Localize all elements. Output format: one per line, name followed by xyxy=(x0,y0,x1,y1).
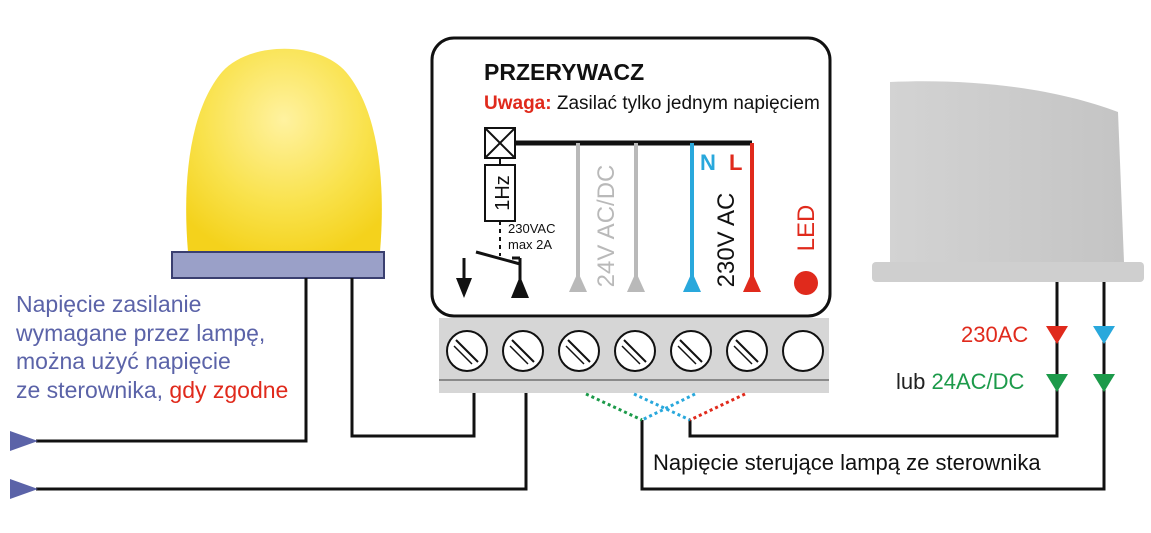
controller-alt-prefix: lub xyxy=(896,369,926,394)
neutral-label: N xyxy=(700,150,716,175)
terminal-screws xyxy=(446,330,824,372)
warning-text: Zasilać tylko jednym napięciem xyxy=(556,93,820,114)
lamp-dome xyxy=(186,48,382,252)
screw-terminal-7 xyxy=(782,330,824,372)
input-arrow-1 xyxy=(10,431,38,451)
contact-rating-current: max 2A xyxy=(508,237,552,252)
relay-coil-icon xyxy=(484,127,516,159)
module-title: PRZERYWACZ xyxy=(484,59,645,85)
controller-voltage-24-value: 24AC/DC xyxy=(931,369,1025,394)
led-indicator xyxy=(794,271,818,295)
controller-housing xyxy=(890,81,1124,262)
controller-voltage-24: lub 24AC/DC xyxy=(896,369,1024,395)
controller-voltage-arrows xyxy=(1046,326,1115,392)
controller-voltage-230: 230AC xyxy=(961,322,1029,347)
input-arrow-2 xyxy=(10,479,38,499)
screw-terminal-2 xyxy=(502,330,544,372)
contact-rating-voltage: 230VAC xyxy=(508,221,555,236)
module-body xyxy=(430,36,832,318)
lamp-note-line-2: wymagane przez lampę, xyxy=(16,319,266,346)
input-230v-label: 230V AC xyxy=(713,193,740,288)
wire-lamp-right xyxy=(350,278,476,438)
lamp-base xyxy=(171,251,385,279)
live-label: L xyxy=(729,150,742,175)
input-230v-arrows xyxy=(683,143,761,292)
control-voltage-caption: Napięcie sterujące lampą ze sterownika xyxy=(653,450,1041,475)
screw-terminal-4 xyxy=(614,330,656,372)
control-jumpers xyxy=(585,392,746,422)
screw-terminal-5 xyxy=(670,330,712,372)
terminal-strip xyxy=(439,384,829,393)
lamp-note-line-4-highlight: gdy zgodne xyxy=(169,376,289,403)
lamp-note-line-3: można użyć napięcie xyxy=(16,348,231,374)
led-label: LED xyxy=(793,205,820,252)
lamp-note-line-4-prefix: ze sterownika, xyxy=(16,376,164,403)
wire-supply xyxy=(36,393,528,491)
lamp-power-note: Napięcie zasilanie wymagane przez lampę,… xyxy=(16,290,288,404)
screw-terminal-3 xyxy=(558,330,600,372)
relay-switch-icon xyxy=(456,250,529,298)
module-warning: Uwaga: Zasilać tylko jednym napięciem xyxy=(484,93,820,115)
lamp-note-line-1: Napięcie zasilanie xyxy=(16,291,202,317)
input-24v-label: 24V AC/DC xyxy=(593,165,620,288)
input-24v-arrows xyxy=(569,143,645,292)
screw-terminal-1 xyxy=(446,330,488,372)
lamp-note-line-4: ze sterownika, gdy zgodne xyxy=(16,376,288,405)
warning-label: Uwaga: xyxy=(484,93,552,114)
wire-controller-left xyxy=(688,282,1059,438)
pulse-generator-box xyxy=(484,164,516,222)
wire-lamp-left xyxy=(36,278,308,443)
controller-base xyxy=(872,262,1144,282)
screw-terminal-6 xyxy=(726,330,768,372)
relay-frequency-label: 1Hz xyxy=(492,175,514,211)
